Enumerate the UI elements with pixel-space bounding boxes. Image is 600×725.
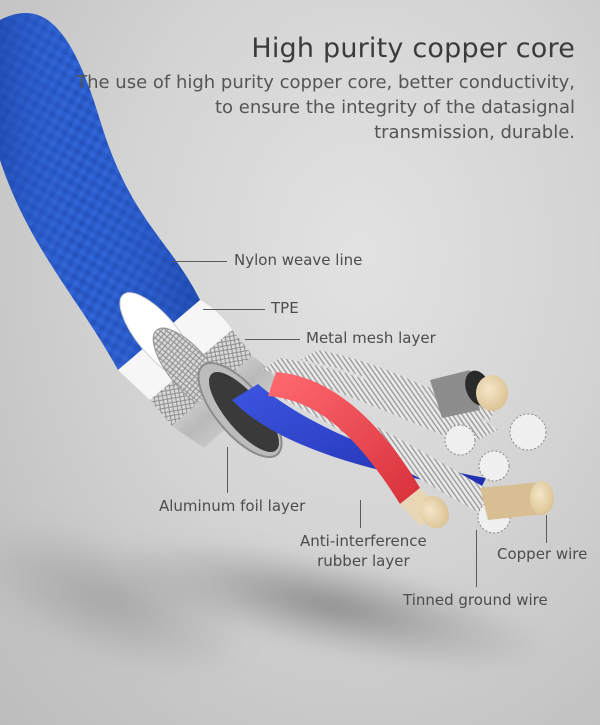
callout-copper-wire: Copper wire	[497, 545, 588, 563]
callout-rubber-line-2: rubber layer	[317, 552, 410, 570]
callout-anti-interference-rubber-layer: Anti-interference rubber layer	[300, 531, 427, 571]
leader-line-copper	[546, 515, 547, 543]
description: The use of high purity copper core, bett…	[55, 70, 575, 145]
leader-line-nylon	[172, 261, 227, 262]
description-line-2: to ensure the integrity of the datasigna…	[214, 97, 575, 118]
leader-line-tpe	[203, 309, 265, 310]
callout-metal-mesh-layer: Metal mesh layer	[306, 329, 436, 347]
leader-line-foil	[227, 447, 228, 493]
leader-line-tinned	[476, 530, 477, 587]
headline: High purity copper core	[251, 33, 575, 64]
leader-line-rubber	[360, 500, 361, 528]
callout-nylon-weave-line: Nylon weave line	[234, 251, 363, 269]
description-line-1: The use of high purity copper core, bett…	[76, 72, 575, 93]
leader-line-mesh	[245, 339, 300, 340]
description-line-3: transmission, durable.	[374, 122, 575, 143]
callout-tinned-ground-wire: Tinned ground wire	[403, 591, 548, 609]
callout-tpe: TPE	[271, 299, 299, 317]
callout-aluminum-foil-layer: Aluminum foil layer	[159, 497, 306, 515]
callout-rubber-line-1: Anti-interference	[300, 532, 427, 550]
